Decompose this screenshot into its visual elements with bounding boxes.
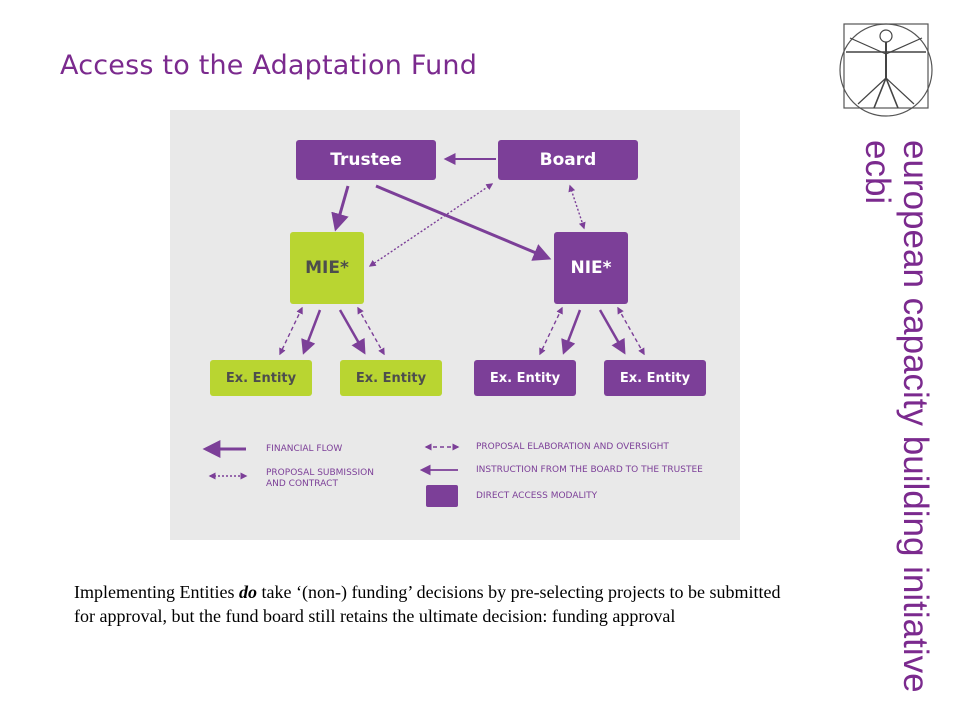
slide-title: Access to the Adaptation Fund <box>60 50 478 81</box>
arrow-nie-ex3-solid <box>561 309 582 355</box>
legend-direct-access-swatch <box>426 485 458 507</box>
arrow-nie-ex4-dashed <box>617 306 645 356</box>
diagram-arrows <box>202 153 645 480</box>
org-short-name: ecbi <box>858 140 897 205</box>
arrow-trustee-to-mie <box>331 185 350 232</box>
arrow-nie-ex3-dashed <box>539 306 563 356</box>
org-full-name: european capacity building initiative <box>896 140 935 693</box>
legend-proposal-submission-line2: AND CONTRACT <box>266 479 338 489</box>
legend-instruction: INSTRUCTION FROM THE BOARD TO THE TRUSTE… <box>476 465 703 475</box>
legend-proposal-submission: PROPOSAL SUBMISSION AND CONTRACT <box>266 468 374 490</box>
legend-financial-flow: FINANCIAL FLOW <box>266 444 343 454</box>
vitruvian-man-logo <box>839 23 933 117</box>
arrow-nie-ex4-solid <box>598 309 626 355</box>
arrow-mie-ex1-dashed <box>279 306 303 356</box>
caption-text: Implementing Entities do take ‘(non-) fu… <box>74 580 794 628</box>
caption-part2: take ‘(non-) funding’ decisions by pre-s… <box>74 582 781 626</box>
arrow-board-nie-proposal <box>568 184 586 230</box>
caption-emphasis: do <box>238 582 257 602</box>
node-ex-entity-1: Ex. Entity <box>210 360 312 396</box>
arrow-board-mie-proposal <box>368 183 494 267</box>
node-trustee: Trustee <box>296 140 436 180</box>
node-board: Board <box>498 140 638 180</box>
node-mie: MIE* <box>290 232 364 304</box>
legend-proposal-submission-line1: PROPOSAL SUBMISSION <box>266 468 374 478</box>
arrow-mie-ex2-dashed <box>357 306 385 356</box>
node-ex-entity-4: Ex. Entity <box>604 360 706 396</box>
access-diagram: Trustee Board MIE* NIE* Ex. Entity Ex. E… <box>170 110 740 540</box>
org-name-vertical: european capacity building initiative ec… <box>858 140 935 693</box>
legend-proposal-elaboration: PROPOSAL ELABORATION AND OVERSIGHT <box>476 442 669 452</box>
arrow-mie-ex1-solid <box>301 309 322 355</box>
arrow-mie-ex2-solid <box>338 309 366 355</box>
legend-direct-access: DIRECT ACCESS MODALITY <box>476 491 598 501</box>
arrow-trustee-to-nie <box>375 184 552 261</box>
node-ex-entity-2: Ex. Entity <box>340 360 442 396</box>
caption-part1: Implementing Entities <box>74 582 239 602</box>
node-nie: NIE* <box>554 232 628 304</box>
node-ex-entity-3: Ex. Entity <box>474 360 576 396</box>
